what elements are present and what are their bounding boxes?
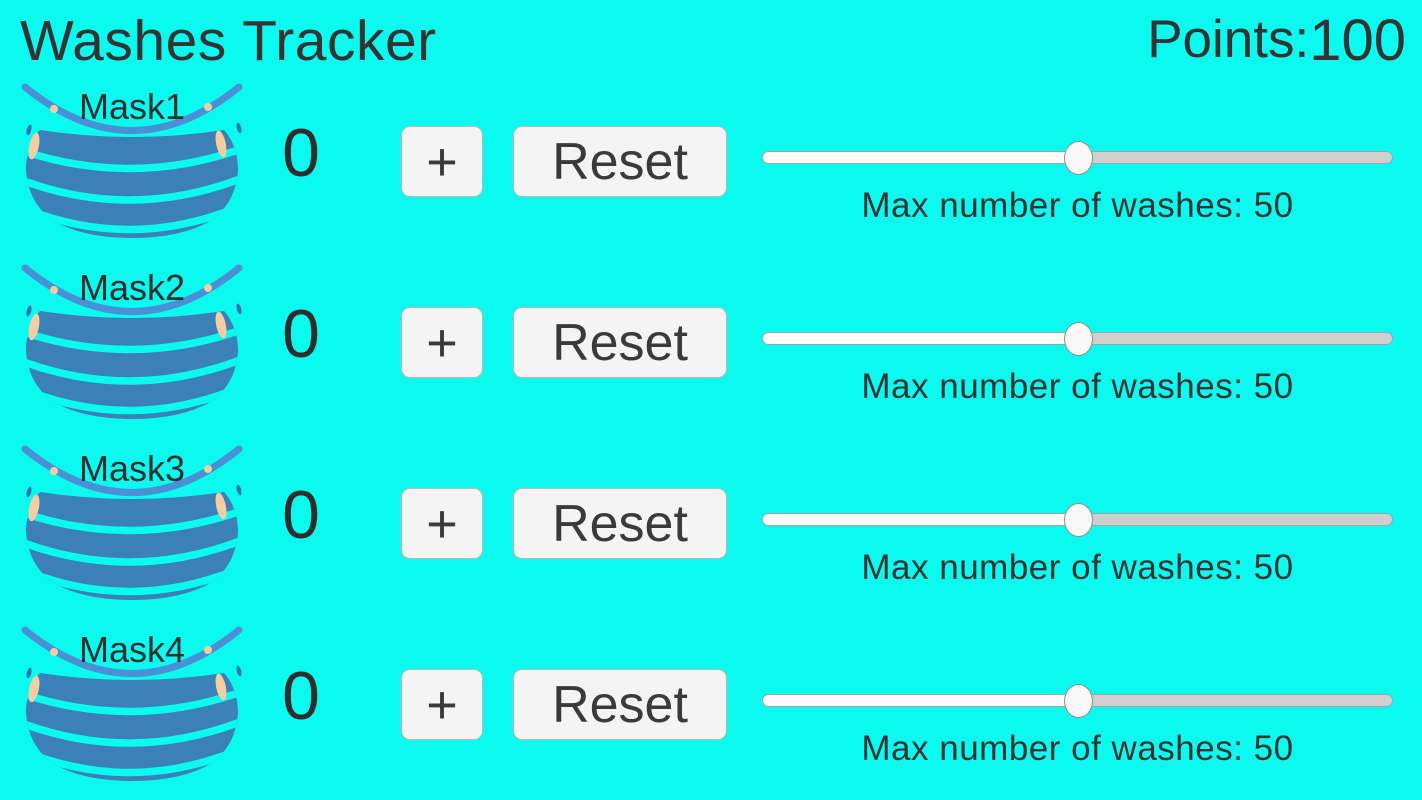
slider-thumb[interactable] (1063, 141, 1093, 175)
points-label: Points: (1147, 10, 1310, 69)
mask-row: Mask3 0 + Reset Max number of washes: 50 (0, 442, 1422, 614)
wash-count: 0 (282, 296, 320, 372)
mask-body-shape (26, 673, 238, 781)
face-mask-icon (21, 445, 243, 600)
max-washes-caption: Max number of washes: 50 (861, 729, 1294, 768)
mask-body-shape (26, 130, 238, 238)
increment-button[interactable]: + (401, 307, 483, 378)
increment-button[interactable]: + (401, 669, 483, 740)
max-washes-slider[interactable] (762, 322, 1393, 356)
max-washes-slider[interactable] (762, 141, 1393, 175)
wash-count: 0 (282, 477, 320, 553)
increment-button[interactable]: + (401, 126, 483, 197)
points-value: 100 (1309, 8, 1406, 73)
mask-label: Mask2 (78, 267, 186, 308)
mask-body-shape (26, 492, 238, 600)
mask-body-shape (26, 311, 238, 419)
mask-image: Mask3 (18, 442, 246, 604)
mask-label: Mask1 (78, 86, 186, 127)
mask-label: Mask4 (78, 629, 186, 670)
slider-thumb[interactable] (1063, 503, 1093, 537)
face-mask-icon (21, 626, 243, 781)
slider-thumb[interactable] (1063, 322, 1093, 356)
face-mask-icon (21, 83, 243, 238)
slider-thumb[interactable] (1063, 684, 1093, 718)
points-display: Points:100 (1147, 4, 1406, 73)
reset-button[interactable]: Reset (513, 307, 727, 378)
mask-row: Mask4 0 + Reset Max number of washes: 50 (0, 623, 1422, 795)
wash-count: 0 (282, 115, 320, 191)
mask-row: Mask2 0 + Reset Max number of washes: 50 (0, 261, 1422, 433)
max-washes-caption: Max number of washes: 50 (861, 186, 1294, 225)
max-washes-caption: Max number of washes: 50 (861, 367, 1294, 406)
mask-image: Mask1 (18, 80, 246, 242)
wash-count: 0 (282, 658, 320, 734)
mask-label: Mask3 (78, 448, 186, 489)
increment-button[interactable]: + (401, 488, 483, 559)
face-mask-icon (21, 264, 243, 419)
max-washes-caption: Max number of washes: 50 (861, 548, 1294, 587)
max-washes-slider[interactable] (762, 684, 1393, 718)
reset-button[interactable]: Reset (513, 126, 727, 197)
mask-image: Mask2 (18, 261, 246, 423)
mask-image: Mask4 (18, 623, 246, 785)
app-title: Washes Tracker (20, 9, 437, 73)
max-washes-slider[interactable] (762, 503, 1393, 537)
mask-row: Mask1 0 + Reset Max number of washes: 50 (0, 80, 1422, 252)
reset-button[interactable]: Reset (513, 488, 727, 559)
reset-button[interactable]: Reset (513, 669, 727, 740)
